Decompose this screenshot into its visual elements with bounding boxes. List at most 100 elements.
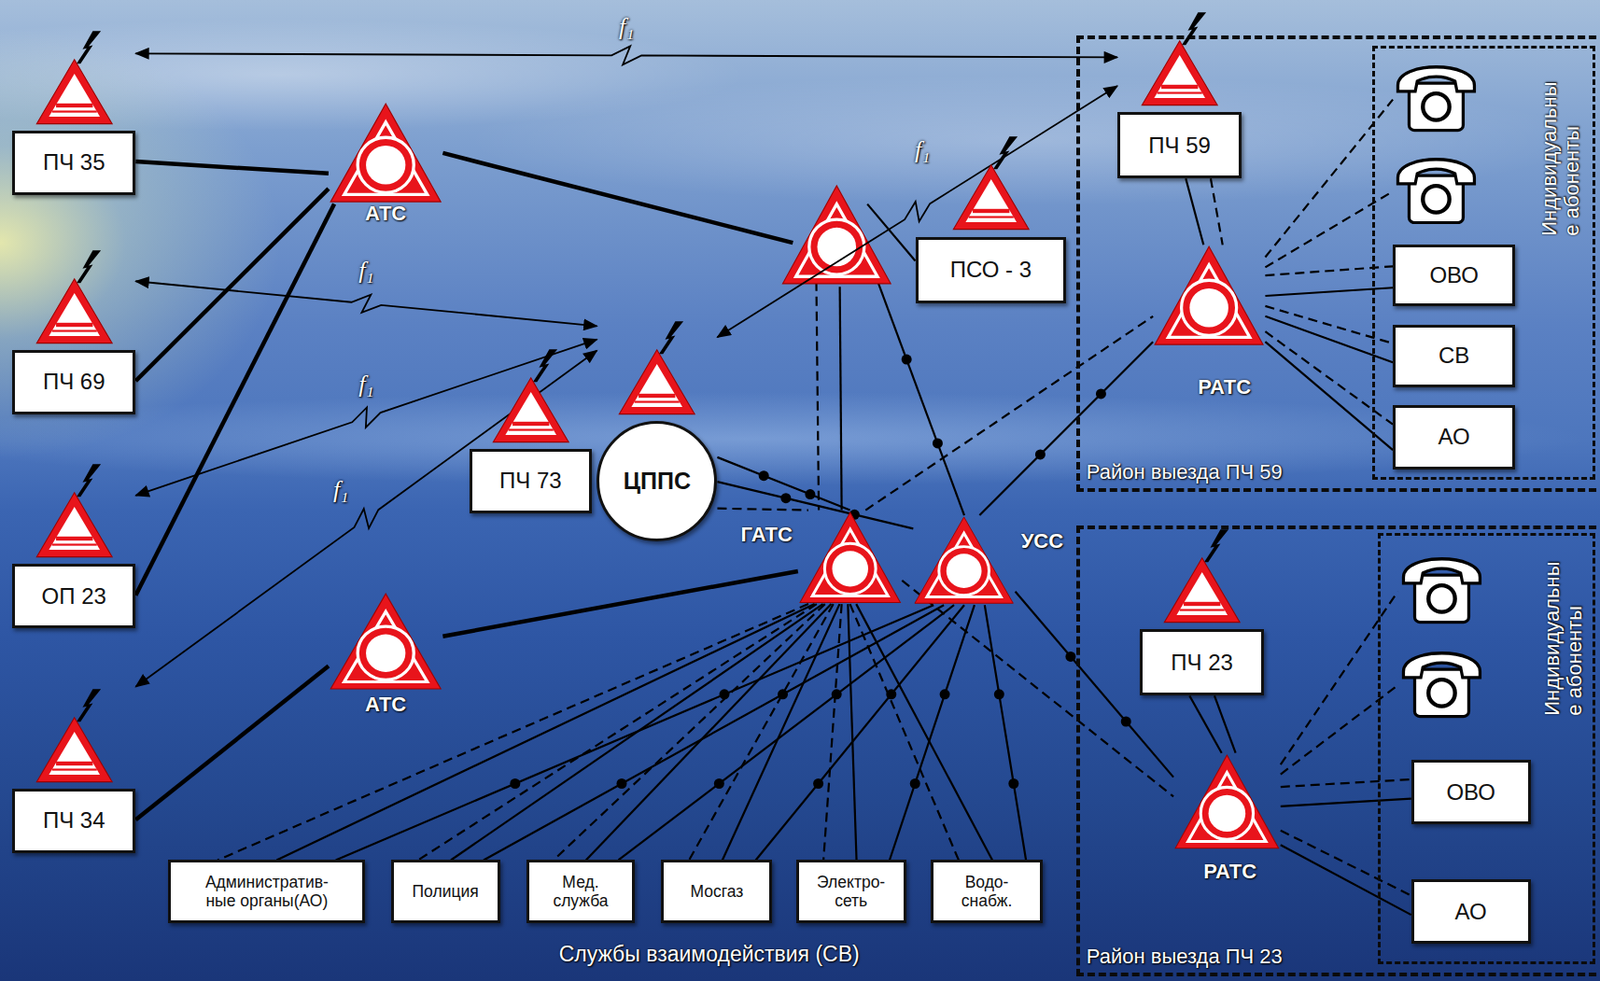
frequency-label: f₁ bbox=[914, 136, 930, 165]
circle-label: ЦППС bbox=[623, 467, 691, 495]
connector bbox=[217, 603, 809, 860]
junction-dot bbox=[804, 489, 815, 500]
switch-node: ГАТС bbox=[798, 510, 902, 605]
switch-symbol-use bbox=[330, 593, 441, 689]
junction-dot bbox=[940, 688, 951, 700]
switch-node: УСС bbox=[912, 515, 1015, 605]
switch-symbol-use bbox=[800, 512, 900, 604]
subscriber-box: АО bbox=[1392, 405, 1516, 470]
subscriber-box: АО bbox=[1411, 879, 1531, 944]
phone-icon bbox=[1398, 645, 1486, 719]
antenna-icon-use bbox=[1164, 529, 1240, 622]
box-label: ПЧ 23 bbox=[1170, 649, 1234, 676]
switch-symbol-use bbox=[1175, 755, 1279, 849]
box-label: Мосгаз bbox=[688, 882, 745, 901]
wire-group bbox=[442, 99, 1398, 775]
wire-line bbox=[716, 481, 913, 529]
connector bbox=[135, 339, 597, 496]
wire-line bbox=[483, 604, 944, 860]
switch-symbol bbox=[912, 515, 1015, 605]
wire-line bbox=[1280, 799, 1412, 807]
switch-symbol-use bbox=[1154, 247, 1264, 346]
subscriber-box: СВ bbox=[1392, 324, 1516, 389]
box-label: Мед. служба bbox=[551, 872, 610, 911]
edge-group bbox=[135, 45, 1411, 915]
wire-line bbox=[889, 604, 975, 860]
wire-line bbox=[1214, 695, 1236, 753]
antenna-node: ПЧ 23 bbox=[1139, 527, 1264, 696]
group-label: Индивидуальны е абоненты bbox=[1538, 76, 1584, 237]
service-box: Полиция bbox=[391, 859, 501, 924]
connector bbox=[1280, 799, 1412, 807]
phone-icon-use bbox=[1403, 653, 1480, 717]
antenna-icon bbox=[616, 319, 698, 417]
antenna-icon bbox=[490, 347, 572, 445]
switch-label: АТС bbox=[364, 692, 407, 717]
antenna-node: ПЧ 34 bbox=[12, 687, 136, 854]
wire-line bbox=[135, 188, 329, 381]
connector bbox=[716, 85, 1117, 337]
switch-symbol bbox=[328, 591, 443, 691]
antenna-node: ПСО - 3 bbox=[915, 134, 1067, 303]
wire-line bbox=[722, 603, 841, 860]
junction-dot bbox=[714, 778, 725, 789]
junction-dot bbox=[1095, 388, 1107, 399]
junction-dot bbox=[1065, 651, 1076, 662]
wire bbox=[840, 286, 843, 510]
connector bbox=[1280, 779, 1412, 787]
box-label: Полиция bbox=[410, 882, 480, 901]
box-label: ПЧ 59 bbox=[1148, 132, 1211, 159]
antenna-icon bbox=[950, 134, 1032, 232]
box-label: ОВО bbox=[1429, 262, 1479, 289]
wire-line bbox=[336, 604, 935, 860]
connector bbox=[1280, 844, 1412, 915]
junction-dot bbox=[509, 778, 520, 789]
switch-node: АТС bbox=[328, 101, 443, 204]
connector bbox=[553, 603, 826, 860]
connector bbox=[586, 603, 832, 860]
subscriber-group: Индивидуальны е абонентыОВО СВ АО bbox=[1372, 45, 1595, 480]
switch-symbol bbox=[328, 101, 443, 204]
antenna-icon bbox=[33, 28, 115, 127]
switch-symbol bbox=[782, 185, 891, 284]
box-frame: ПСО - 3 bbox=[915, 237, 1067, 304]
connector bbox=[1210, 178, 1223, 245]
region-label: Район выезда ПЧ 59 bbox=[1086, 460, 1283, 485]
junction-dot bbox=[901, 354, 913, 365]
wire bbox=[875, 275, 965, 516]
box-label: Административ- ные органы(АО) bbox=[203, 872, 330, 911]
radio-link bbox=[135, 45, 1118, 65]
wire-line bbox=[586, 603, 832, 860]
box-label: ОВО bbox=[1445, 779, 1496, 806]
junction-dot bbox=[616, 778, 627, 789]
junction-dot bbox=[813, 778, 824, 789]
service-box: Мосгаз bbox=[660, 859, 772, 924]
box-frame: ПЧ 59 bbox=[1117, 112, 1242, 179]
phone-icon bbox=[1392, 151, 1480, 225]
switch-label: УСС bbox=[1021, 529, 1064, 554]
junction-dot bbox=[932, 437, 943, 449]
connector bbox=[135, 161, 329, 174]
antenna-icon bbox=[33, 687, 115, 785]
box-label: Электро- сеть bbox=[815, 872, 887, 911]
box-frame: ПЧ 34 bbox=[12, 788, 136, 854]
antenna-node: ПЧ 35 bbox=[12, 28, 136, 196]
switch-symbol bbox=[1152, 244, 1265, 347]
wire-line bbox=[442, 571, 798, 637]
phone-icon-use bbox=[1403, 559, 1480, 623]
switch-symbol-use bbox=[330, 103, 441, 202]
connector bbox=[889, 604, 975, 860]
antenna-icon-use bbox=[1141, 12, 1218, 105]
antenna-icon-use bbox=[953, 136, 1029, 229]
connector bbox=[984, 604, 1026, 860]
antenna-icon-use bbox=[36, 250, 113, 343]
wire-line bbox=[1280, 779, 1412, 787]
box-label: ПЧ 34 bbox=[42, 807, 106, 834]
box-frame: ПЧ 73 bbox=[469, 449, 592, 514]
connector bbox=[847, 603, 857, 860]
frequency-label: f₁ bbox=[358, 256, 374, 285]
wire-line bbox=[1280, 830, 1412, 897]
wire-line bbox=[688, 603, 834, 860]
junction-dot bbox=[1035, 449, 1046, 460]
